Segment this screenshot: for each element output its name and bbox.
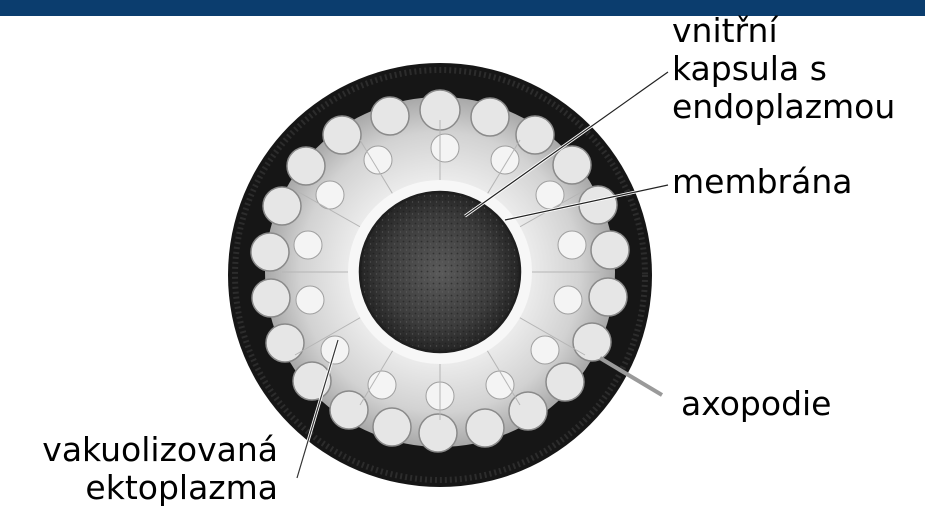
label-axopodia: axopodie: [681, 385, 831, 423]
label-ectoplasm: vakuolizovaná ektoplazma: [10, 431, 278, 507]
label-membrane: membrána: [672, 163, 852, 201]
label-inner-capsule: vnitřní kapsula s endoplazmou: [672, 12, 895, 126]
